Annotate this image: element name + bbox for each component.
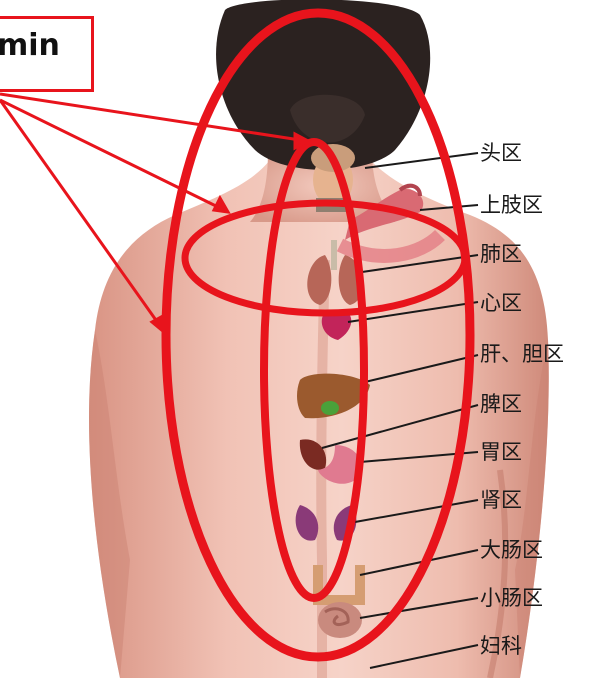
zone-label-stomach: 胃区 <box>480 442 522 463</box>
annotation-tag-box: min <box>0 16 94 92</box>
zone-label-liver-gallbladder: 肝、胆区 <box>480 344 564 365</box>
zone-label-small-intestine: 小肠区 <box>480 588 543 609</box>
zone-label-heart: 心区 <box>480 293 522 314</box>
zone-label-spleen: 脾区 <box>480 394 522 415</box>
zone-label-upper-limb: 上肢区 <box>480 195 543 216</box>
zone-label-large-intestine: 大肠区 <box>480 540 543 561</box>
zone-label-kidney: 肾区 <box>480 490 522 511</box>
zone-label-head: 头区 <box>480 143 522 164</box>
zone-label-lung: 肺区 <box>480 244 522 265</box>
annotation-tag-text: min <box>0 31 60 61</box>
zone-label-gynecology: 妇科 <box>480 636 522 657</box>
